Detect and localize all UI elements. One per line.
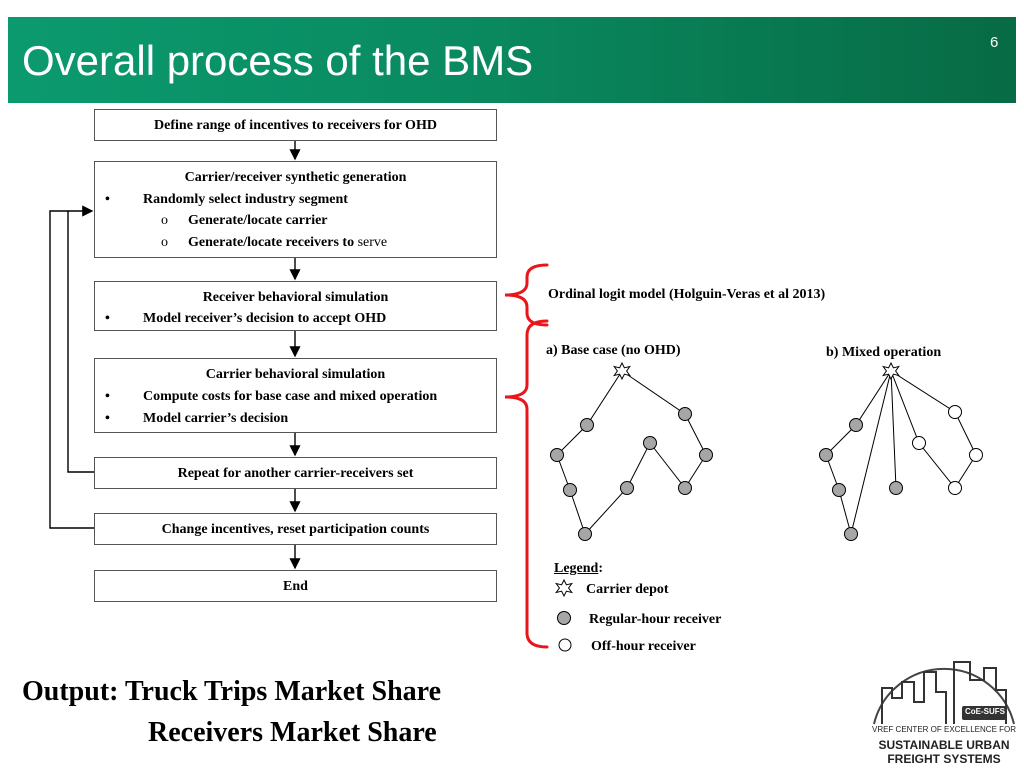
output-line-1: Output: Truck Trips Market Share bbox=[22, 676, 442, 707]
regular-receiver-node bbox=[580, 418, 594, 432]
legend-regular-icon bbox=[557, 611, 571, 625]
step-repeat-label: Repeat for another carrier-receivers set bbox=[177, 466, 414, 481]
sub-locate-receivers: Generate/locate receivers to serve bbox=[188, 235, 387, 251]
regular-receiver-node bbox=[832, 483, 846, 497]
base-case-label: a) Base case (no OHD) bbox=[546, 343, 681, 358]
slide-number: 6 bbox=[990, 34, 999, 51]
bullet-compute-costs: Compute costs for base case and mixed op… bbox=[143, 389, 438, 404]
step-change-incentives: Change incentives, reset participation c… bbox=[94, 513, 497, 545]
regular-receiver-node bbox=[578, 527, 592, 541]
bullet-mark: • bbox=[105, 192, 110, 207]
legend-offhour-label: Off-hour receiver bbox=[591, 639, 696, 654]
loop-change bbox=[49, 210, 95, 529]
synthetic-generation-title: Carrier/receiver synthetic generation bbox=[184, 170, 407, 185]
step-change-incentives-label: Change incentives, reset participation c… bbox=[161, 522, 430, 537]
coe-sufs-logo-icon bbox=[873, 661, 1015, 725]
sub-locate-receivers-bold: Generate/locate receivers to bbox=[188, 235, 355, 250]
bullet-receiver-decision: Model receiver’s decision to accept OHD bbox=[143, 311, 387, 326]
offhour-receiver-node bbox=[948, 405, 962, 419]
slide-title: Overall process of the BMS bbox=[22, 37, 534, 84]
depot-star-icon bbox=[613, 361, 631, 381]
logo-line-2: SUSTAINABLE URBAN bbox=[878, 738, 1010, 752]
receiver-simulation-title: Receiver behavioral simulation bbox=[202, 290, 389, 305]
regular-receiver-node bbox=[678, 481, 692, 495]
bracket-carrier bbox=[504, 319, 549, 649]
step-synthetic-generation: Carrier/receiver synthetic generation • … bbox=[94, 161, 497, 258]
regular-receiver-node bbox=[643, 436, 657, 450]
regular-receiver-node bbox=[699, 448, 713, 462]
output-line-2: Receivers Market Share bbox=[148, 717, 437, 748]
regular-receiver-node bbox=[678, 407, 692, 421]
bullet-mark: • bbox=[105, 411, 110, 426]
regular-receiver-node bbox=[819, 448, 833, 462]
legend-title-text: Legend bbox=[554, 561, 599, 576]
mixed-route-edges bbox=[825, 370, 977, 536]
offhour-receiver-node bbox=[969, 448, 983, 462]
step-define-incentives: Define range of incentives to receivers … bbox=[94, 109, 497, 141]
base-route-edges bbox=[556, 370, 707, 535]
bracket-receiver bbox=[504, 263, 549, 327]
step-repeat: Repeat for another carrier-receivers set bbox=[94, 457, 497, 489]
regular-receiver-node bbox=[844, 527, 858, 541]
legend-star-icon bbox=[555, 578, 573, 598]
offhour-receiver-node bbox=[912, 436, 926, 450]
loop-repeat bbox=[67, 205, 95, 473]
legend-offhour-icon bbox=[558, 638, 572, 652]
legend-colon: : bbox=[598, 561, 604, 576]
sub-locate-carrier: Generate/locate carrier bbox=[188, 213, 328, 228]
bullet-mark: • bbox=[105, 311, 110, 326]
bullet-mark: • bbox=[105, 389, 110, 404]
bullet-carrier-decision: Model carrier’s decision bbox=[143, 411, 289, 426]
bullet-industry-segment: Randomly select industry segment bbox=[143, 192, 348, 207]
regular-receiver-node bbox=[563, 483, 577, 497]
sub-locate-receivers-plain: serve bbox=[357, 235, 388, 250]
legend-depot-label: Carrier depot bbox=[586, 582, 669, 597]
regular-receiver-node bbox=[620, 481, 634, 495]
step-end-label: End bbox=[283, 579, 308, 594]
depot-star-icon bbox=[882, 361, 900, 381]
regular-receiver-node bbox=[849, 418, 863, 432]
title-bar bbox=[8, 17, 1016, 103]
ordinal-logit-note: Ordinal logit model (Holguin-Veras et al… bbox=[548, 287, 826, 302]
red-brackets bbox=[504, 263, 549, 649]
logo-badge: CoE-SUFS bbox=[965, 707, 1005, 716]
logo-line-3: FREIGHT SYSTEMS bbox=[887, 752, 1001, 766]
step-carrier-simulation: Carrier behavioral simulation • Compute … bbox=[94, 358, 497, 433]
offhour-receiver-node bbox=[948, 481, 962, 495]
step-define-incentives-label: Define range of incentives to receivers … bbox=[154, 118, 437, 133]
regular-receiver-node bbox=[889, 481, 903, 495]
sub-mark: o bbox=[161, 235, 168, 250]
mixed-operation-label: b) Mixed operation bbox=[826, 345, 942, 360]
carrier-simulation-title: Carrier behavioral simulation bbox=[205, 367, 386, 382]
logo-line-1: VREF CENTER OF EXCELLENCE FOR bbox=[871, 725, 1017, 734]
legend-title: Legend: bbox=[554, 561, 603, 577]
network-diagrams bbox=[550, 361, 983, 541]
legend-regular-label: Regular-hour receiver bbox=[589, 612, 722, 627]
step-receiver-simulation: Receiver behavioral simulation • Model r… bbox=[94, 281, 497, 331]
step-end: End bbox=[94, 570, 497, 602]
regular-receiver-node bbox=[550, 448, 564, 462]
sub-mark: o bbox=[161, 213, 168, 228]
